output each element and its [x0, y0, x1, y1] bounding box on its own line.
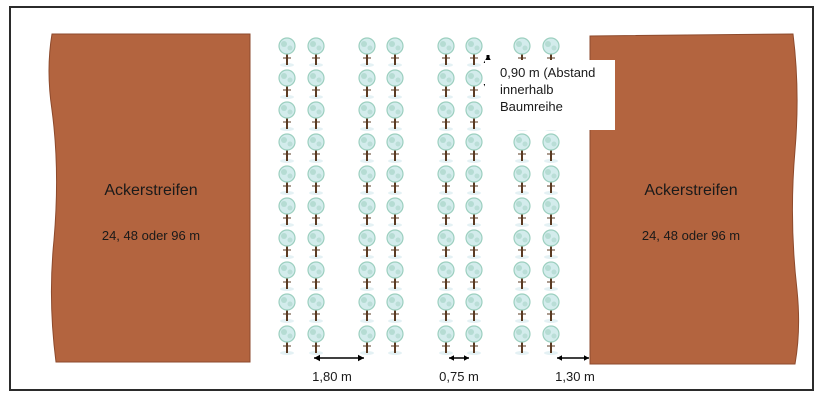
tree-icon	[386, 165, 404, 195]
tree-icon	[437, 69, 455, 99]
tree-icon	[278, 293, 296, 323]
tree-icon	[307, 165, 325, 195]
tree-icon	[542, 261, 560, 291]
field-strip-right	[589, 33, 800, 365]
tree-icon	[358, 293, 376, 323]
tree-icon	[513, 325, 531, 355]
edge-gap-label: 1,30 m	[555, 369, 595, 384]
tree-icon	[513, 165, 531, 195]
tree-icon	[386, 325, 404, 355]
row-pair-gap-arrow	[314, 354, 364, 362]
tree-icon	[465, 69, 483, 99]
tree-icon	[358, 37, 376, 67]
tree-icon	[278, 37, 296, 67]
tree-icon	[307, 197, 325, 227]
tree-icon	[358, 261, 376, 291]
field-strip-left	[48, 33, 251, 363]
tree-icon	[437, 197, 455, 227]
tree-icon	[542, 133, 560, 163]
tree-icon	[465, 229, 483, 259]
tree-icon	[278, 261, 296, 291]
tree-icon	[358, 165, 376, 195]
tree-icon	[513, 133, 531, 163]
tree-icon	[358, 229, 376, 259]
tree-icon	[437, 325, 455, 355]
tree-icon	[278, 325, 296, 355]
tree-icon	[307, 229, 325, 259]
tree-icon	[386, 133, 404, 163]
tree-icon	[386, 229, 404, 259]
field-right-title: Ackerstreifen	[644, 182, 738, 199]
tree-icon	[437, 133, 455, 163]
tree-icon	[307, 37, 325, 67]
tree-icon	[542, 325, 560, 355]
tree-icon	[465, 261, 483, 291]
row-pair-gap-label: 1,80 m	[312, 369, 352, 384]
tree-icon	[437, 165, 455, 195]
tree-icon	[465, 197, 483, 227]
tree-icon	[542, 229, 560, 259]
field-left-title: Ackerstreifen	[104, 182, 198, 199]
tree-icon	[358, 133, 376, 163]
tree-icon	[307, 133, 325, 163]
tree-icon	[542, 165, 560, 195]
tree-spacing-note: 0,90 m (Abstand innerhalb Baumreihe	[500, 65, 596, 114]
field-left-size: 24, 48 oder 96 m	[101, 228, 201, 243]
tree-icon	[386, 293, 404, 323]
tree-icon	[278, 133, 296, 163]
tree-icon	[542, 293, 560, 323]
tree-icon	[386, 261, 404, 291]
tree-icon	[358, 325, 376, 355]
tree-icon	[307, 101, 325, 131]
tree-icon	[386, 37, 404, 67]
within-pair-gap-label: 0,75 m	[439, 369, 479, 384]
tree-icon	[437, 261, 455, 291]
tree-icon	[307, 293, 325, 323]
tree-icon	[358, 69, 376, 99]
tree-icon	[307, 69, 325, 99]
edge-gap-arrow	[557, 355, 589, 361]
tree-icon	[278, 197, 296, 227]
tree-icon	[465, 37, 483, 67]
tree-icon	[278, 69, 296, 99]
tree-icon	[513, 261, 531, 291]
tree-icon	[386, 197, 404, 227]
tree-icon	[542, 197, 560, 227]
tree-icon	[437, 37, 455, 67]
tree-icon	[437, 101, 455, 131]
tree-icon	[465, 101, 483, 131]
tree-icon	[307, 325, 325, 355]
tree-icon	[358, 197, 376, 227]
tree-icon	[465, 325, 483, 355]
tree-icon	[465, 165, 483, 195]
tree-icon	[386, 69, 404, 99]
tree-icon	[513, 197, 531, 227]
tree-icon	[437, 293, 455, 323]
field-right-size: 24, 48 oder 96 m	[641, 228, 741, 243]
tree-icon	[465, 133, 483, 163]
tree-icon	[465, 293, 483, 323]
tree-icon	[513, 293, 531, 323]
tree-icon	[307, 261, 325, 291]
tree-icon	[386, 101, 404, 131]
tree-icon	[278, 101, 296, 131]
tree-icon	[513, 229, 531, 259]
tree-icon	[278, 165, 296, 195]
within-pair-gap-arrow	[449, 355, 469, 361]
tree-icon	[278, 229, 296, 259]
tree-icon	[358, 101, 376, 131]
tree-icon	[437, 229, 455, 259]
spacing-note-box	[485, 60, 615, 130]
